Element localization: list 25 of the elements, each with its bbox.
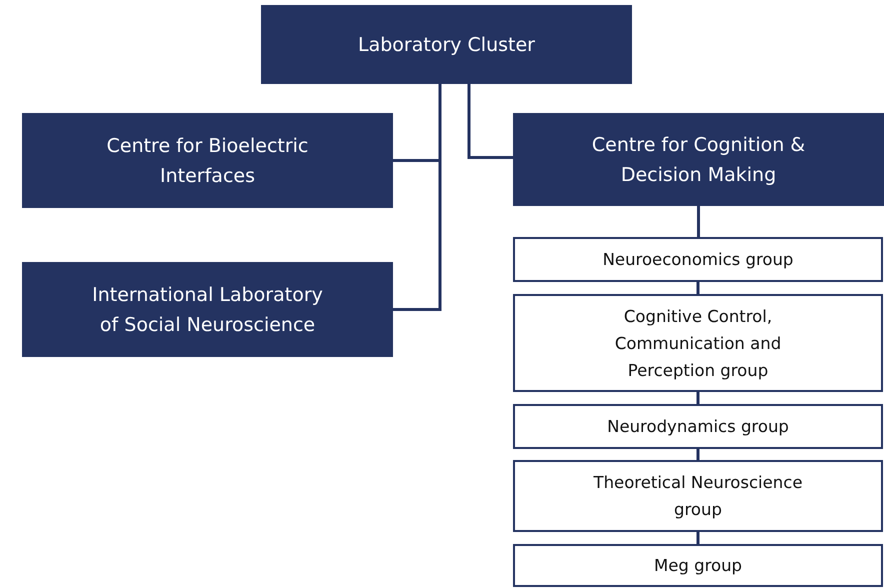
group-box: [513, 544, 883, 587]
unit-box: [22, 262, 393, 357]
unit-box: [22, 113, 393, 208]
unit-name: Laboratory Cluster: [358, 32, 535, 58]
connector-line: [696, 392, 700, 404]
connector-line: [696, 532, 700, 544]
unit-name: Neurodynamics group: [607, 416, 789, 438]
unit-box: [261, 5, 632, 84]
group-box: [513, 404, 883, 449]
unit-name: Cognitive Control, Communication and Perception group: [614, 306, 782, 382]
group-box: [513, 294, 883, 392]
unit-box: [513, 113, 884, 206]
unit-name: International Laboratory of Social Neuroscience: [91, 282, 324, 338]
connector-line: [697, 206, 700, 237]
connector-line: [696, 449, 700, 460]
group-box: [513, 460, 883, 532]
connector-line: [393, 84, 442, 311]
unit-name: Neuroeconomics group: [602, 249, 794, 271]
unit-name: Centre for Cognition & Decision Making: [590, 132, 806, 188]
group-box: [513, 237, 883, 282]
unit-name: Centre for Bioelectric Interfaces: [106, 134, 310, 188]
unit-name: Meg group: [654, 555, 742, 577]
connector-line: [468, 84, 513, 159]
unit-name: Theoretical Neuroscience group: [592, 472, 804, 521]
connector-line: [696, 282, 700, 294]
